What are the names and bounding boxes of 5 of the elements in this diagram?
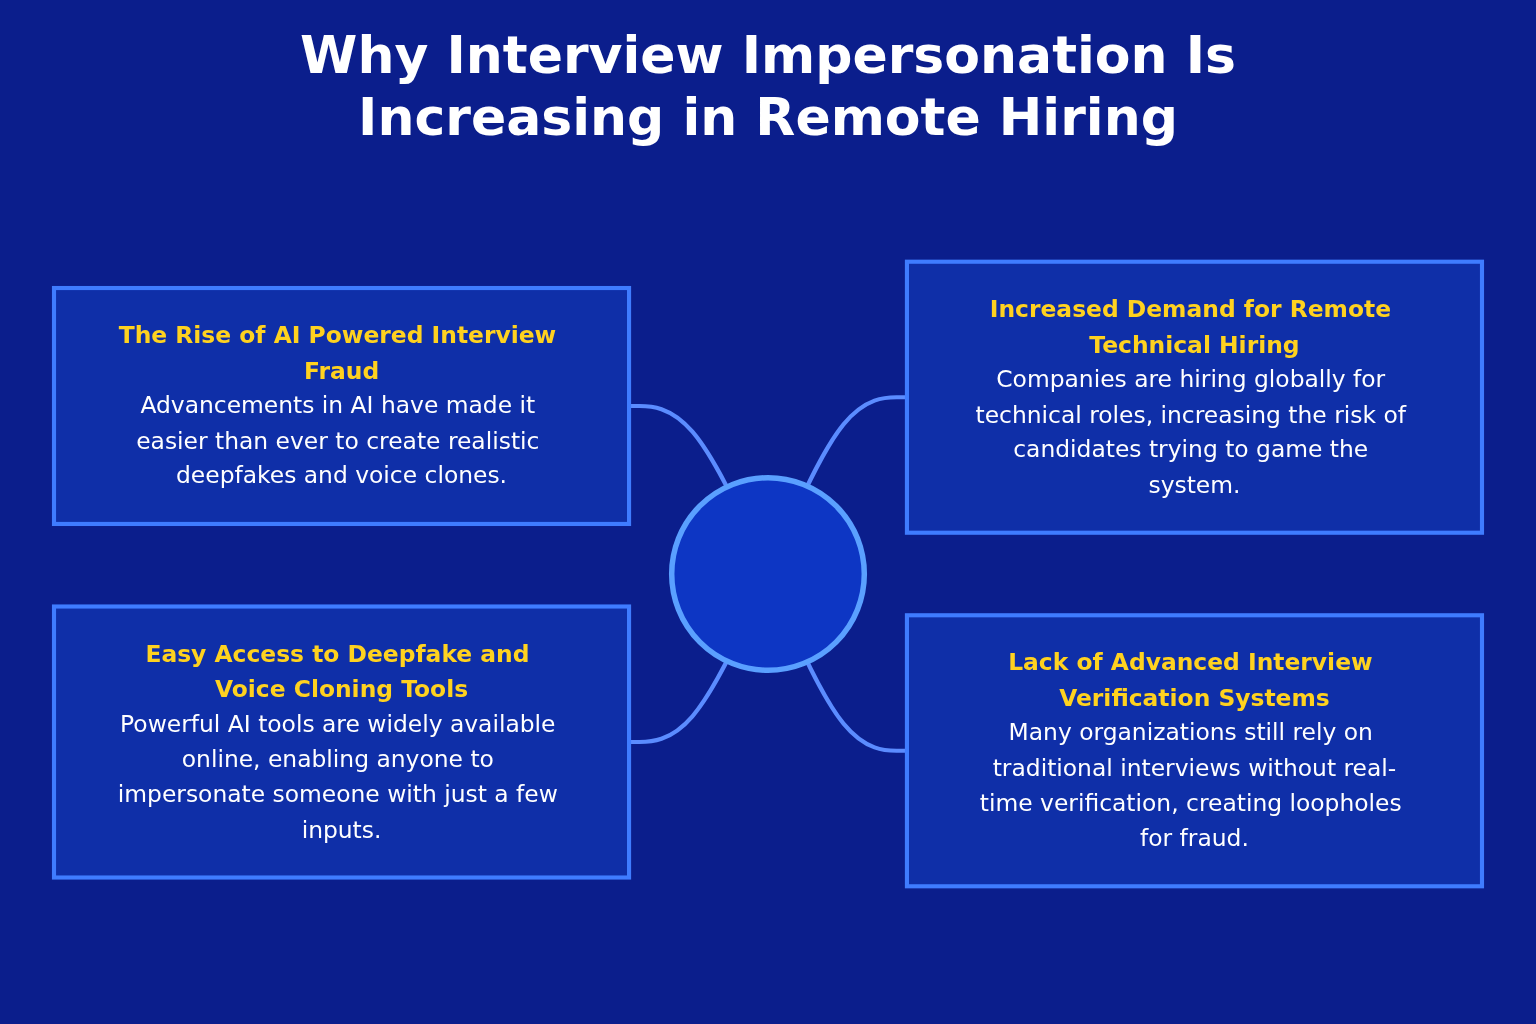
info-card: Increased Demand for Remote Technical Hiring Companies are hiring globally for technical roles, increasing the risk of candidates trying to game the system. — [904, 259, 1485, 535]
info-card: The Rise of AI Powered Interview Fraud Advancements in AI have made it easier than ever to create realistic deepfakes and voice clones. — [51, 285, 632, 526]
title: Why Interview Impersonation Is Increasing in Remote Hiring — [299, 24, 1237, 149]
info-card: Lack of Advanced Interview Verification Systems Many organizations still rely on traditional interviews without real-time verification, creating loopholes for fraud. — [904, 613, 1485, 889]
info-card: Easy Access to Deepfake and Voice Cloning Tools Powerful AI tools are widely available online, enabling anyone to impersonate someone with just a few inputs. — [51, 604, 632, 880]
